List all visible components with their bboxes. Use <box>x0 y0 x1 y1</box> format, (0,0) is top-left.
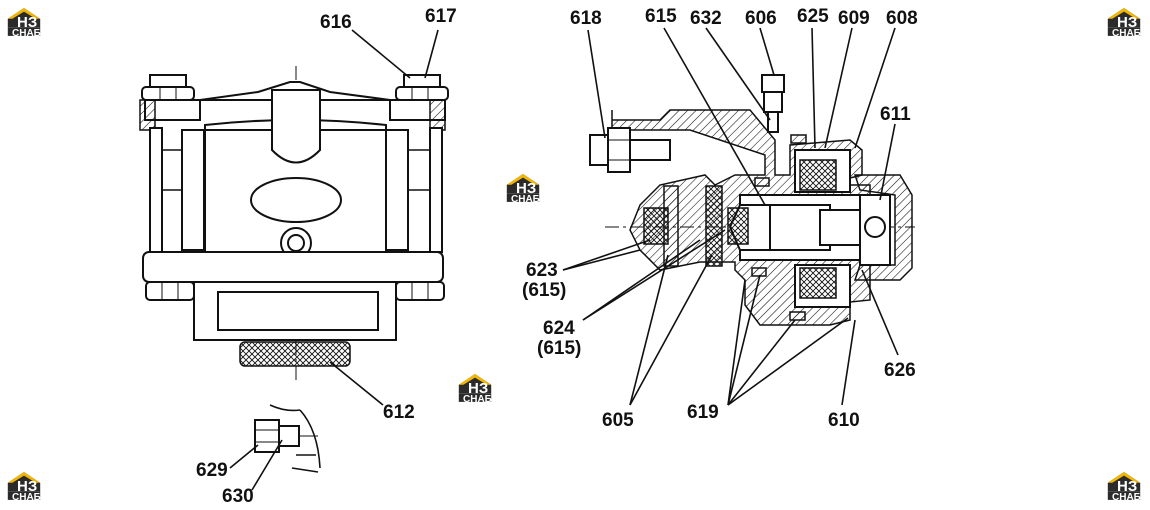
label-618: 618 <box>570 8 602 29</box>
watermark-logo-top-left: НЗ СНАБ <box>7 8 41 39</box>
caliper-section-view <box>589 74 915 326</box>
logo-bottom-text: СНАБ <box>1112 492 1141 503</box>
logo-bottom-text: СНАБ <box>1112 28 1141 39</box>
watermark-logo-top-right: НЗ СНАБ <box>1107 8 1141 39</box>
label-612: 612 <box>383 402 415 423</box>
logo-top-text: НЗ <box>1117 478 1137 495</box>
label-626: 626 <box>884 360 916 381</box>
watermark-logo-mid-center: НЗ СНАБ <box>506 174 540 205</box>
label-624-ref: (615) <box>537 338 581 359</box>
label-630: 630 <box>222 486 254 507</box>
logo-top-text: НЗ <box>17 478 37 495</box>
caliper-front-view <box>139 66 449 380</box>
bleed-screw-view <box>254 404 321 473</box>
label-605: 605 <box>602 410 634 431</box>
label-611: 611 <box>880 104 911 125</box>
logo-bottom-text: СНАБ <box>463 394 492 405</box>
label-615: 615 <box>645 6 677 27</box>
bolt-616 <box>141 74 195 101</box>
label-608: 608 <box>886 8 918 29</box>
label-610: 610 <box>828 410 860 431</box>
label-619: 619 <box>687 402 719 423</box>
label-617: 617 <box>425 6 457 27</box>
label-623-ref: (615) <box>522 280 566 301</box>
label-616: 616 <box>320 12 352 33</box>
label-632: 632 <box>690 8 722 29</box>
watermark-logo-bottom-right: НЗ СНАБ <box>1107 472 1141 503</box>
logo-top-text: НЗ <box>468 380 488 397</box>
part-labels: 616 617 618 615 632 606 625 609 608 611 … <box>196 6 918 507</box>
label-629: 629 <box>196 460 228 481</box>
label-625: 625 <box>797 6 829 27</box>
logo-bottom-text: СНАБ <box>511 194 540 205</box>
watermark-logo-lower-center: НЗ СНАБ <box>458 374 492 405</box>
logo-top-text: НЗ <box>516 180 536 197</box>
label-609: 609 <box>838 8 870 29</box>
logo-top-text: НЗ <box>1117 14 1137 31</box>
label-623: 623 <box>526 260 558 281</box>
watermark-logo-bottom-left: НЗ СНАБ <box>7 472 41 503</box>
logo-top-text: НЗ <box>17 14 37 31</box>
leader-lines <box>229 27 899 491</box>
bolt-617 <box>395 74 449 101</box>
label-606: 606 <box>745 8 777 29</box>
label-624: 624 <box>543 318 575 339</box>
logo-bottom-text: СНАБ <box>12 492 41 503</box>
logo-bottom-text: СНАБ <box>12 28 41 39</box>
